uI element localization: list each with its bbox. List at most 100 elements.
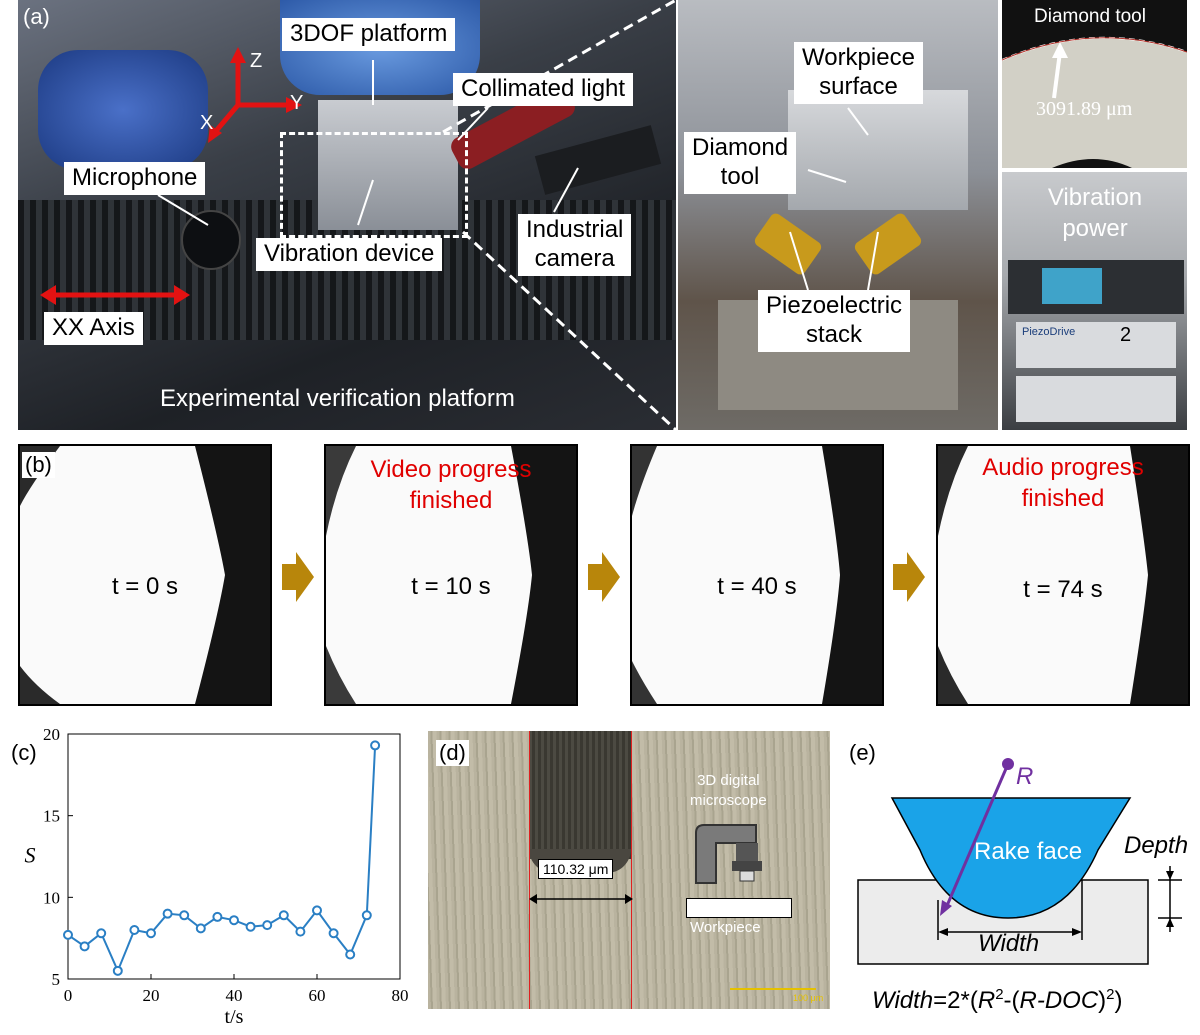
progress-arrow-2 [588,552,620,602]
microphone-disc [181,210,241,270]
label-collimated-light: Collimated light [453,73,634,106]
panel-d-letter: (d) [436,740,469,766]
data-point-19 [370,740,381,751]
vibration-power-photo: PiezoDrive 2 [1002,172,1187,430]
x-tick-label-2: 40 [226,986,243,1005]
radius-value-label: 3091.89 μm [1036,98,1133,120]
data-point-9 [212,911,223,922]
panel-b-letter: (b) [22,452,55,478]
label-industrial-camera: Industrial camera [518,214,632,276]
width-label-d: 110.32 μm [538,859,614,879]
data-point-2 [96,928,107,939]
amp-unit-1 [1016,322,1176,368]
rake-face-diagram [857,758,1182,965]
label-industrial-camera-line1: Industrial [526,216,624,243]
data-point-1 [79,941,90,952]
dashed-box [280,132,468,238]
frame-time-0: t = 0 s [111,573,179,600]
microscope-label-line2: microscope [690,791,767,809]
label-xx-axis: XX Axis [44,312,143,345]
label-workpiece-surface-line1: Workpiece [802,44,915,71]
data-point-0 [63,929,73,940]
microscope-label-line1: 3D digital [697,772,760,789]
gap-shape-2 [632,446,882,704]
generator-screen [1042,268,1102,304]
data-point-18 [361,910,372,921]
label-piezoelectric-stack: Piezoelectric stack [758,290,911,352]
diamond-tool-micrograph [1002,0,1187,168]
panel-e-letter: (e) [846,740,879,766]
label-workpiece-surface: Workpiece surface [794,42,923,104]
formula-mid: -( [1003,987,1020,1014]
y-tick-label-3: 20 [43,725,60,744]
x-axis-label: t/s [225,1006,244,1028]
axis-x-label: X [200,112,214,134]
x-tick-label-0: 0 [64,986,73,1005]
amp-unit-2 [1016,376,1176,422]
data-point-12 [262,920,273,931]
panel-a-letter: (a) [23,4,50,29]
label-microphone: Microphone [64,162,206,195]
formula-end: ) [1114,987,1123,1014]
vibration-power-label: Vibration power [1020,182,1170,244]
axis-y-label: Y [290,92,304,114]
label-industrial-camera-line2: camera [534,244,615,272]
label-platform-caption: Experimental verification platform [160,385,515,412]
frame-note-3-line1: Audio progress [982,454,1144,481]
data-point-15 [312,905,322,916]
label-piezo-line1: Piezoelectric [766,292,903,319]
y-tick-label-2: 15 [43,807,60,826]
label-diamond-tool: Diamond tool [684,132,797,194]
y-tick-label-0: 5 [52,970,61,989]
leader-lines [157,0,676,430]
frame-note-3-line2: finished [1021,485,1105,513]
data-point-7 [179,910,190,921]
closeup-leader-lines [789,107,879,291]
frame-time-3: t = 74 s [1023,576,1103,603]
label-piezo-line2: stack [806,320,863,348]
frame-t74: Audio progress finished t = 74 s [936,444,1190,706]
microscope-icon [695,824,762,884]
formula-width: Width [872,987,934,1014]
y-axis-label: S [25,843,36,868]
progress-arrow-1 [282,552,314,602]
xyz-axes [208,47,302,143]
frame-time-2: t = 40 s [717,573,797,600]
label-diamond-tool-line2: tool [720,162,760,190]
data-point-10 [229,915,239,926]
tool-shape [1002,36,1187,168]
y-tick-label-1: 10 [43,888,60,907]
frame-t10: Video progress finished t = 10 s [324,444,578,706]
scale-bar-label: 100 μm [793,993,824,1003]
data-point-3 [112,965,123,976]
gap-shape-0 [20,446,270,704]
data-point-16 [328,928,339,939]
microscope-label: 3D digital microscope [690,771,767,810]
label-workpiece-surface-line2: surface [819,72,898,100]
groove [529,731,631,859]
series-line-0 [67,745,377,974]
formula-sup-1: 2 [995,986,1004,1003]
workpiece-label-d: Workpiece [690,919,761,936]
data-point-6 [162,908,173,919]
rake-face-label: Rake face [974,838,1083,865]
x-tick-label-1: 20 [143,986,160,1005]
diamond-tool-title: Diamond tool [1034,6,1146,27]
red-line-left [529,731,530,1009]
red-line-right [631,731,632,1009]
frame-note-1: Video progress finished [326,454,576,516]
frame-t40: t = 40 s [630,444,884,706]
scale-bar [730,988,816,990]
piezodrive-brand: PiezoDrive [1022,326,1076,338]
x-tick-label-3: 60 [309,986,326,1005]
plot-frame [67,733,401,980]
vibration-power-line2: power [1062,215,1128,243]
unit-number-label: 2 [1120,324,1132,346]
width-label-e: Width [978,930,1040,957]
label-diamond-tool-line1: Diamond [692,134,789,161]
vibration-power-line1: Vibration [1047,184,1143,211]
frame-time-1: t = 10 s [411,573,491,600]
blue-cover-left [38,50,208,170]
formula-sup-2: 2 [1106,986,1115,1003]
microscope-photo: 110.32 μm 3D digital microscope Workpiec… [428,731,830,1009]
